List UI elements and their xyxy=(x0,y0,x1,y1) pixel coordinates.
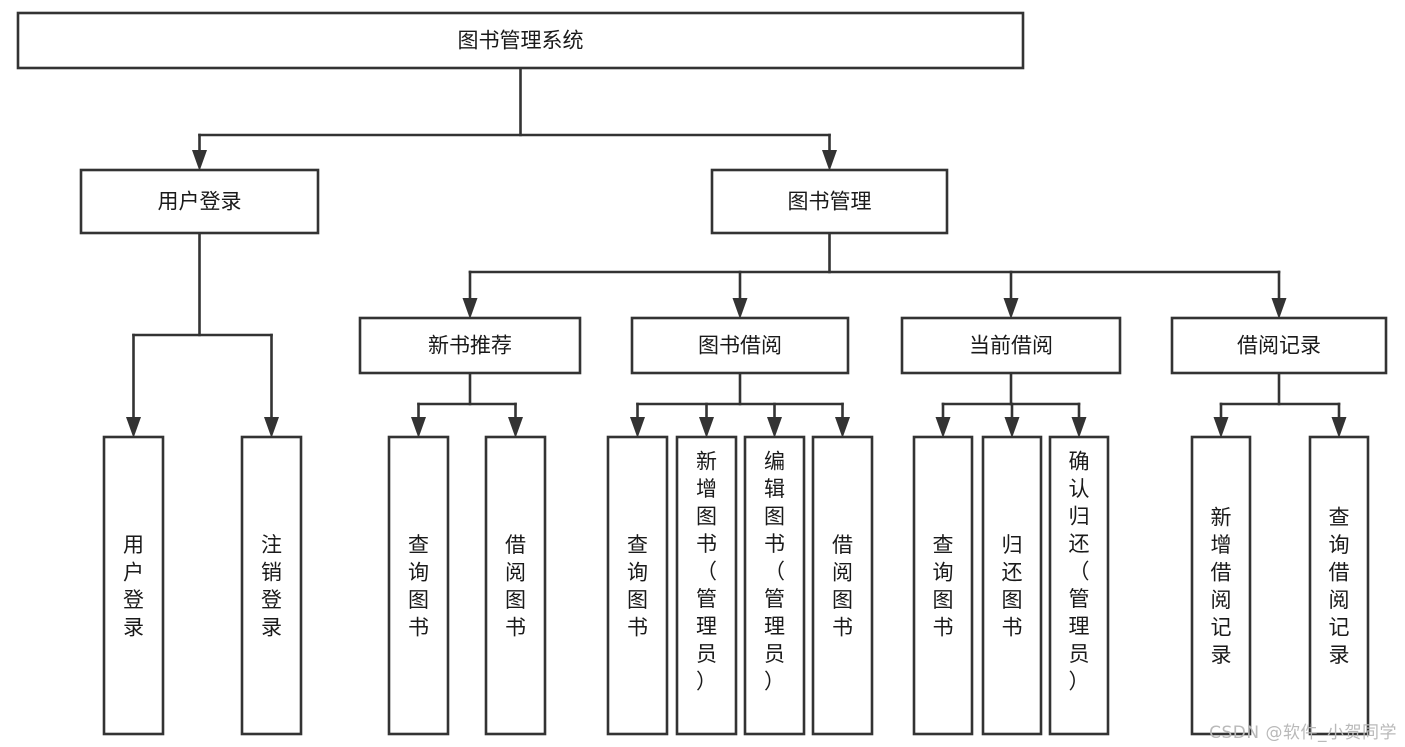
level2-node[interactable]: 新书推荐 xyxy=(358,316,582,375)
connector-arrow-icon xyxy=(699,417,714,438)
node-box[interactable] xyxy=(710,168,949,235)
node-box[interactable] xyxy=(1190,435,1252,736)
node-label: 借阅图书 xyxy=(832,533,853,640)
connector-group xyxy=(192,66,837,171)
node-box[interactable] xyxy=(630,316,850,375)
node-label: 图书管理 xyxy=(788,190,872,214)
node-box[interactable] xyxy=(912,435,974,736)
node-box[interactable] xyxy=(358,316,582,375)
node-box[interactable] xyxy=(1048,435,1110,736)
node-label: 借阅图书 xyxy=(505,533,526,640)
leaf-node[interactable]: 借阅图书 xyxy=(484,435,547,736)
node-box[interactable] xyxy=(1170,316,1388,375)
node-box[interactable] xyxy=(484,435,547,736)
connector-layer xyxy=(126,66,1347,438)
node-label: 注销登录 xyxy=(261,533,282,640)
node-label: 查询借阅记录 xyxy=(1329,505,1350,667)
node-label: 查询图书 xyxy=(627,533,648,640)
node-box[interactable] xyxy=(102,435,165,736)
connector-group xyxy=(935,371,1087,438)
node-label: 新书推荐 xyxy=(428,334,512,358)
node-label: 编辑图书（管理员） xyxy=(764,449,785,693)
leaf-node[interactable]: 查询图书 xyxy=(912,435,974,736)
connector-arrow-icon xyxy=(935,417,951,438)
level2-node[interactable]: 借阅记录 xyxy=(1170,316,1388,375)
connector-group xyxy=(1213,371,1347,438)
connector-arrow-icon xyxy=(732,298,748,319)
connector-arrow-icon xyxy=(630,417,645,438)
root-node[interactable]: 图书管理系统 xyxy=(16,11,1025,70)
node-box[interactable] xyxy=(79,168,320,235)
csdn-watermark: CSDN @软件_小贺同学 xyxy=(1209,723,1397,743)
connector-group xyxy=(126,231,279,438)
node-label: 借阅记录 xyxy=(1237,334,1321,358)
connector-arrow-icon xyxy=(1331,417,1347,438)
connector-arrow-icon xyxy=(508,417,523,438)
node-box[interactable] xyxy=(811,435,874,736)
node-box[interactable] xyxy=(900,316,1122,375)
level1-node[interactable]: 用户登录 xyxy=(79,168,320,235)
node-label: 新增借阅记录 xyxy=(1211,505,1232,667)
node-layer: 图书管理系统用户登录图书管理新书推荐图书借阅当前借阅借阅记录用户登录注销登录查询… xyxy=(16,11,1388,736)
level1-node[interactable]: 图书管理 xyxy=(710,168,949,235)
node-box[interactable] xyxy=(240,435,303,736)
node-label: 归还图书 xyxy=(1002,533,1023,640)
leaf-node[interactable]: 查询借阅记录 xyxy=(1308,435,1370,736)
leaf-node[interactable]: 查询图书 xyxy=(387,435,450,736)
node-label: 用户登录 xyxy=(123,533,144,640)
node-label: 新增图书（管理员） xyxy=(696,449,717,693)
leaf-node[interactable]: 新增图书（管理员） xyxy=(675,435,738,736)
node-box[interactable] xyxy=(981,435,1043,736)
node-box[interactable] xyxy=(1308,435,1370,736)
leaf-node[interactable]: 查询图书 xyxy=(606,435,669,736)
connector-arrow-icon xyxy=(1004,417,1020,438)
connector-arrow-icon xyxy=(264,417,279,438)
connector-arrow-icon xyxy=(1213,417,1229,438)
connector-arrow-icon xyxy=(192,150,207,171)
connector-arrow-icon xyxy=(1071,417,1087,438)
connector-arrow-icon xyxy=(1003,298,1019,319)
leaf-node[interactable]: 注销登录 xyxy=(240,435,303,736)
leaf-node[interactable]: 确认归还（管理员） xyxy=(1048,435,1110,736)
connector-arrow-icon xyxy=(462,298,478,319)
connector-group xyxy=(411,371,523,438)
leaf-node[interactable]: 用户登录 xyxy=(102,435,165,736)
connector-group xyxy=(462,231,1287,319)
node-label: 查询图书 xyxy=(408,533,429,640)
leaf-node[interactable]: 编辑图书（管理员） xyxy=(743,435,806,736)
node-label: 图书借阅 xyxy=(698,334,782,358)
level2-node[interactable]: 图书借阅 xyxy=(630,316,850,375)
connector-arrow-icon xyxy=(1271,298,1287,319)
node-label: 用户登录 xyxy=(158,190,242,214)
level2-node[interactable]: 当前借阅 xyxy=(900,316,1122,375)
connector-arrow-icon xyxy=(822,150,837,171)
connector-arrow-icon xyxy=(767,417,782,438)
node-label: 当前借阅 xyxy=(969,334,1053,358)
node-label: 查询图书 xyxy=(933,533,954,640)
node-label: 图书管理系统 xyxy=(458,29,584,53)
leaf-node[interactable]: 归还图书 xyxy=(981,435,1043,736)
leaf-node[interactable]: 新增借阅记录 xyxy=(1190,435,1252,736)
node-box[interactable] xyxy=(16,11,1025,70)
node-box[interactable] xyxy=(606,435,669,736)
connector-group xyxy=(630,371,850,438)
connector-arrow-icon xyxy=(835,417,850,438)
node-box[interactable] xyxy=(387,435,450,736)
node-label: 确认归还（管理员） xyxy=(1069,449,1090,693)
node-box[interactable] xyxy=(675,435,738,736)
connector-arrow-icon xyxy=(126,417,141,438)
connector-arrow-icon xyxy=(411,417,426,438)
node-box[interactable] xyxy=(743,435,806,736)
leaf-node[interactable]: 借阅图书 xyxy=(811,435,874,736)
